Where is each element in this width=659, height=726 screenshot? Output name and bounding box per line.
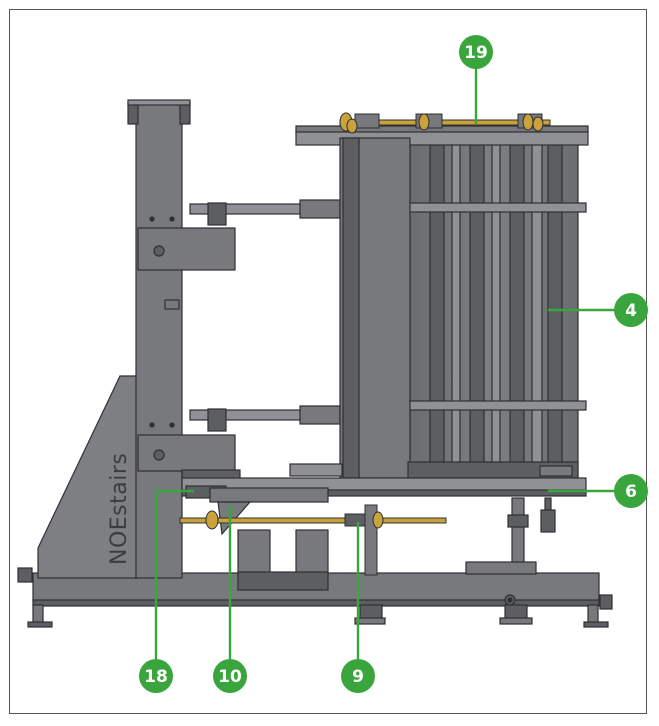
callout-4: 4 [614,293,648,327]
top-tie-rod [339,112,551,134]
callout-4-label: 4 [625,301,637,321]
left-column [37,99,241,579]
callout-10-label: 10 [218,667,242,687]
callout-6: 6 [614,474,648,508]
callout-10: 10 [213,659,247,693]
leader-lines [154,64,616,675]
bed-rail [181,477,587,591]
callout-9-label: 9 [352,667,364,687]
callout-18: 18 [139,659,173,693]
callout-6-label: 6 [625,482,637,502]
mould-panel [289,125,589,479]
brand-logo-text: NOEstairs [107,453,132,565]
callout-18-label: 18 [144,667,168,687]
callout-19-label: 19 [464,43,488,63]
support-arms [189,199,341,432]
callout-19: 19 [459,35,493,69]
lower-tie-rod [179,504,447,576]
callout-9: 9 [341,659,375,693]
